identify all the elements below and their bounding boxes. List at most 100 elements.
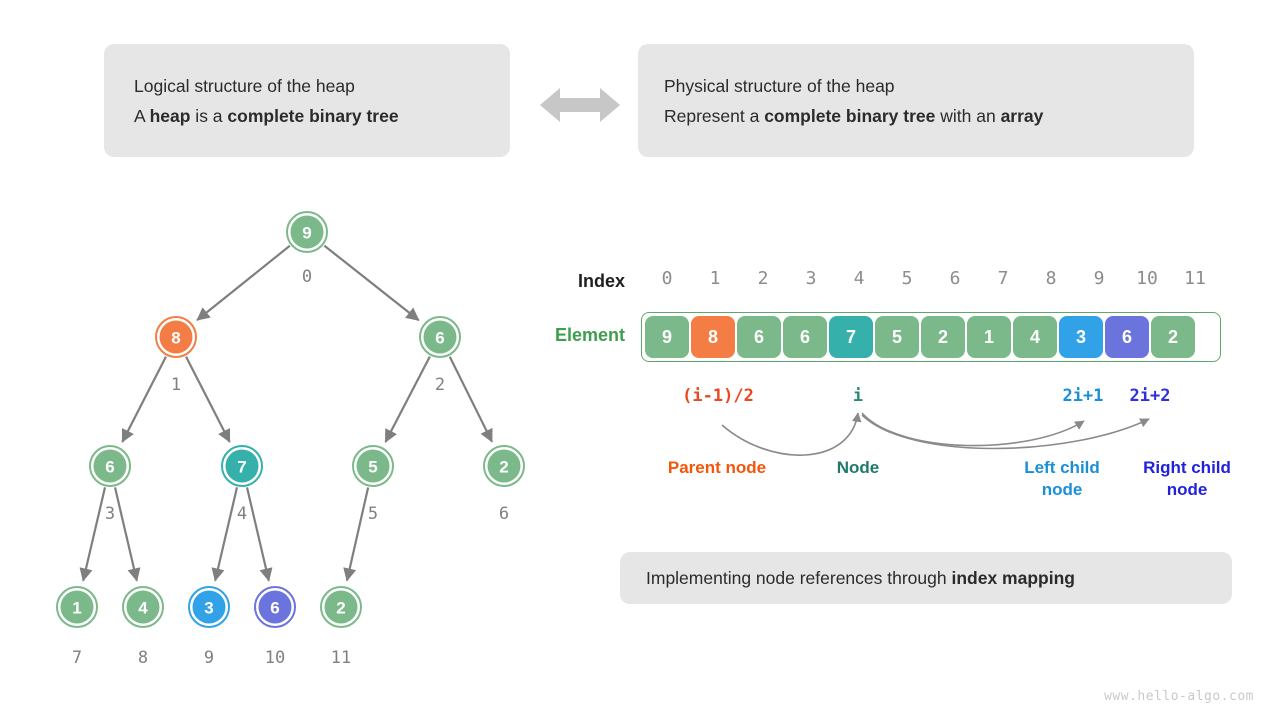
tree-node-1[interactable]: 8 [155, 316, 197, 358]
tree-edge-4-10 [245, 487, 273, 582]
array-cell-1[interactable]: 8 [691, 316, 735, 358]
array-index-3: 3 [805, 268, 817, 289]
tree-node-value-11: 2 [336, 599, 345, 618]
array-cell-11[interactable]: 2 [1151, 316, 1195, 358]
double-arrow-icon [540, 88, 620, 122]
tree-edge-0-2 [323, 244, 420, 322]
tree-node-ring-8 [122, 586, 164, 628]
tree-node-group: 9 8 6 6 7 5 2 1 4 3 6 2 [56, 211, 525, 628]
array-cell-10[interactable]: 6 [1105, 316, 1149, 358]
array-index-0: 0 [661, 268, 673, 289]
watermark: www.hello-algo.com [1104, 689, 1254, 704]
binary-tree-diagram: 9 8 6 6 7 5 2 1 4 3 6 2 0 1 2 3 4 5 6 7 8 9 10 11 [56, 211, 525, 668]
tree-node-0[interactable]: 9 [286, 211, 328, 253]
tree-edge-2-5 [384, 356, 431, 443]
caption-bottom-bold: index mapping [951, 568, 1075, 588]
array-index-7: 7 [997, 268, 1009, 289]
tree-node-value-8: 4 [138, 599, 148, 618]
role-left-line-2: node [1041, 480, 1083, 499]
tree-node-disc-3 [93, 449, 127, 483]
array-index-4: 4 [853, 268, 865, 289]
caption-right-l2-bold-2: array [1000, 105, 1044, 126]
caption-physical-structure: Physical structure of the heap Represent… [638, 44, 1194, 157]
tree-node-ring-4 [221, 445, 263, 487]
tree-node-disc-11 [324, 590, 358, 624]
role-left-line-1: Left child [1024, 458, 1100, 477]
array-index-9: 9 [1093, 268, 1105, 289]
tree-node-11[interactable]: 2 [320, 586, 362, 628]
tree-edge-2-6 [448, 356, 493, 443]
role-node: Node [836, 458, 880, 477]
tree-node-ring-2 [419, 316, 461, 358]
array-cell-9[interactable]: 3 [1059, 316, 1103, 358]
tree-index-label-7: 7 [72, 648, 82, 668]
tree-node-value-1: 8 [171, 329, 180, 348]
array-index-11: 11 [1184, 268, 1206, 289]
index-mapping-arrows [721, 412, 1150, 456]
caption-right-line-2: Represent a complete binary tree with an… [664, 101, 1194, 131]
tree-index-label-0: 0 [302, 267, 312, 287]
tree-node-ring-5 [352, 445, 394, 487]
role-right-line-1: Right child [1143, 458, 1231, 477]
array-index-2: 2 [757, 268, 769, 289]
caption-right-line-1: Physical structure of the heap [664, 75, 895, 96]
role-left-child-node: Left child node [1000, 457, 1124, 501]
caption-left-line-1: Logical structure of the heap [134, 75, 355, 96]
tree-node-4[interactable]: 7 [221, 445, 263, 487]
caption-right-l2-bold-1: complete binary tree [764, 105, 936, 126]
tree-node-8[interactable]: 4 [122, 586, 164, 628]
tree-index-label-11: 11 [331, 648, 351, 668]
tree-node-value-3: 6 [105, 458, 114, 477]
tree-node-ring-1 [155, 316, 197, 358]
tree-node-disc-2 [423, 320, 457, 354]
tree-node-value-0: 9 [302, 224, 311, 243]
tree-node-value-9: 3 [204, 599, 213, 618]
tree-edge-group [79, 244, 493, 582]
array-index-5: 5 [901, 268, 913, 289]
tree-index-label-9: 9 [204, 648, 214, 668]
tree-node-disc-7 [60, 590, 94, 624]
tree-node-disc-4 [225, 449, 259, 483]
array-cell-6[interactable]: 2 [921, 316, 965, 358]
tree-node-disc-8 [126, 590, 160, 624]
array-cell-3[interactable]: 6 [783, 316, 827, 358]
tree-node-10[interactable]: 6 [254, 586, 296, 628]
caption-bottom-pre: Implementing node references through [646, 568, 952, 588]
tree-edge-5-11 [343, 487, 370, 582]
tree-node-5[interactable]: 5 [352, 445, 394, 487]
role-right-line-2: node [1166, 480, 1208, 499]
tree-node-6[interactable]: 2 [483, 445, 525, 487]
formula-parent-index: (i-1)/2 [682, 386, 754, 406]
tree-node-3[interactable]: 6 [89, 445, 131, 487]
array-cell-5[interactable]: 5 [875, 316, 919, 358]
tree-edge-4-9 [211, 487, 239, 582]
tree-node-disc-6 [487, 449, 521, 483]
tree-node-value-5: 5 [368, 458, 377, 477]
caption-left-l2-mid: is a [190, 105, 228, 126]
array-cell-8[interactable]: 4 [1013, 316, 1057, 358]
tree-node-ring-9 [188, 586, 230, 628]
tree-node-value-2: 6 [435, 329, 444, 348]
role-parent-node: Parent node [667, 458, 767, 477]
caption-left-l2-bold-1: heap [149, 105, 191, 126]
array-cell-7[interactable]: 1 [967, 316, 1011, 358]
tree-node-7[interactable]: 1 [56, 586, 98, 628]
caption-right-l2-pre: Represent a [664, 105, 765, 126]
tree-edge-1-3 [121, 356, 167, 443]
tree-node-ring-11 [320, 586, 362, 628]
tree-node-9[interactable]: 3 [188, 586, 230, 628]
tree-index-label-2: 2 [435, 375, 445, 395]
array-cell-2[interactable]: 6 [737, 316, 781, 358]
array-index-6: 6 [949, 268, 961, 289]
tree-node-disc-5 [356, 449, 390, 483]
element-row-label: Element [554, 325, 625, 345]
tree-index-label-10: 10 [265, 648, 285, 668]
array-cell-0[interactable]: 9 [645, 316, 689, 358]
tree-node-disc-1 [159, 320, 193, 354]
array-cell-4[interactable]: 7 [829, 316, 873, 358]
tree-node-ring-10 [254, 586, 296, 628]
tree-node-2[interactable]: 6 [419, 316, 461, 358]
tree-edge-0-1 [196, 244, 291, 321]
tree-node-ring-0 [286, 211, 328, 253]
